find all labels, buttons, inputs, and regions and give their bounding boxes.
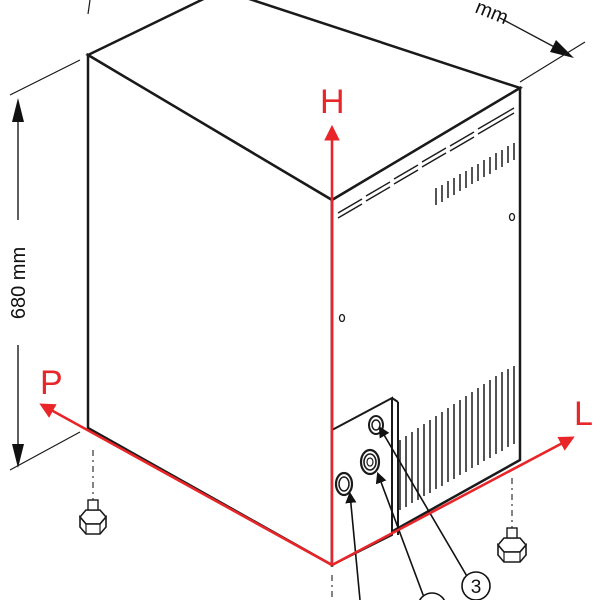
axis-system bbox=[39, 124, 575, 567]
axis-p-label: P bbox=[40, 364, 63, 402]
height-dimension-label: 680 mm bbox=[8, 247, 30, 319]
axis-l-line bbox=[331, 436, 575, 567]
callout-leaders bbox=[345, 426, 469, 600]
screw-upper-right bbox=[508, 212, 516, 222]
upper-louver-grille bbox=[435, 143, 515, 205]
water-fitting-icon bbox=[359, 448, 381, 476]
lower-louver-grille bbox=[399, 366, 515, 510]
water-fitting-icon bbox=[334, 471, 354, 497]
hex-foot-icon bbox=[496, 478, 528, 563]
water-fitting-icon bbox=[368, 415, 384, 435]
axis-l-label: L bbox=[574, 395, 593, 433]
height-dimension: 680 mm bbox=[8, 59, 81, 471]
axis-h-label: H bbox=[320, 83, 345, 121]
hex-foot-icon bbox=[78, 450, 108, 535]
top-vent-slots bbox=[337, 107, 515, 219]
svg-text:3: 3 bbox=[471, 577, 482, 598]
callout-3: 3 bbox=[461, 571, 491, 600]
axis-p-line bbox=[39, 403, 333, 567]
callout-partial bbox=[418, 592, 446, 600]
width-dimension-label: mm bbox=[472, 0, 511, 29]
screw-middle bbox=[338, 313, 346, 323]
